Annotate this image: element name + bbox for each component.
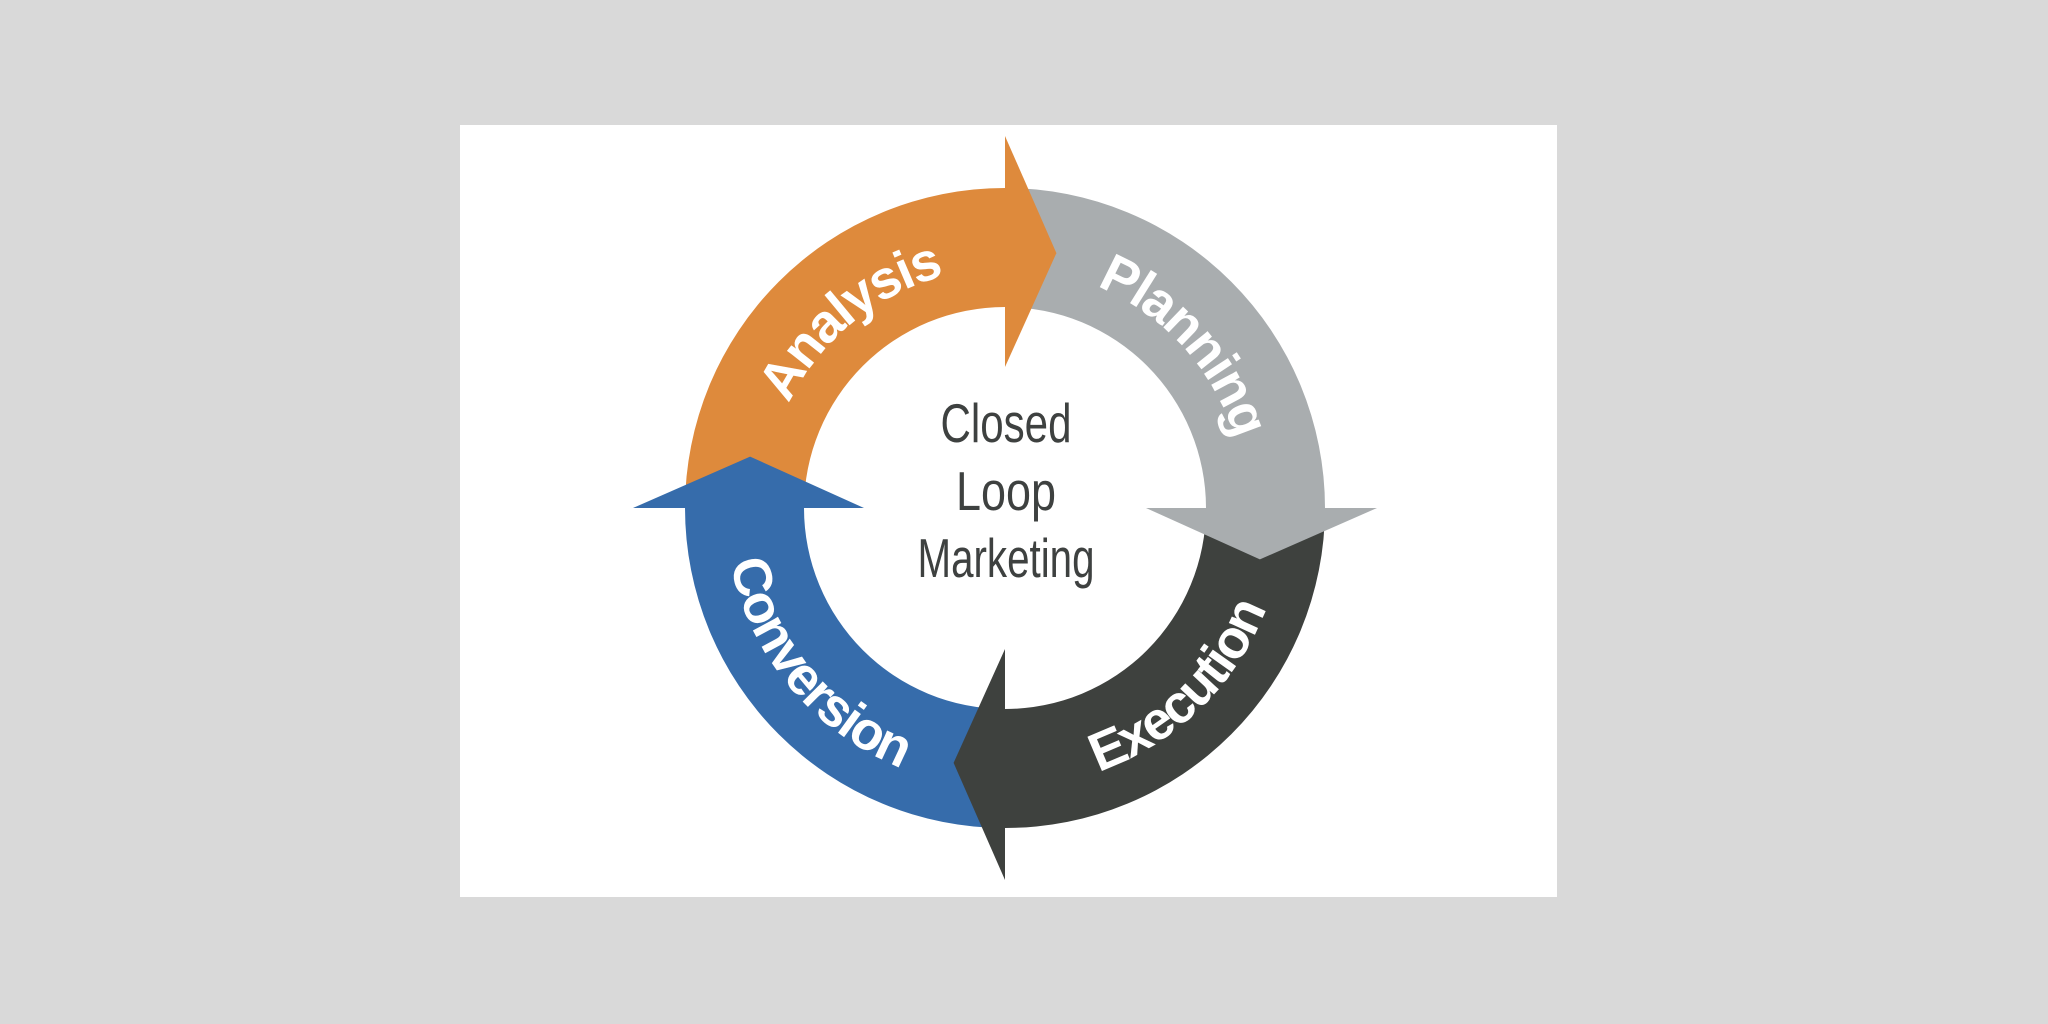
conversion-to-analysis-arrowhead-icon: [633, 456, 864, 508]
conversion-segment-arc: [685, 508, 1005, 828]
diagram-card: Analysis Planning Execution Conversion C…: [460, 125, 1557, 897]
center-title-line1: Closed: [941, 392, 1072, 454]
planning-segment-arc: [1005, 188, 1325, 508]
center-title-line2: Loop: [956, 460, 1056, 522]
analysis-to-planning-arrowhead-icon: [1005, 136, 1057, 367]
execution-to-conversion-arrowhead-icon: [953, 649, 1005, 880]
analysis-segment-arc: [685, 188, 1005, 508]
closed-loop-marketing-diagram: Analysis Planning Execution Conversion C…: [633, 136, 1377, 880]
center-title-line3: Marketing: [918, 527, 1095, 589]
planning-to-execution-arrowhead-icon: [1146, 508, 1377, 560]
execution-segment-arc: [1005, 508, 1325, 828]
